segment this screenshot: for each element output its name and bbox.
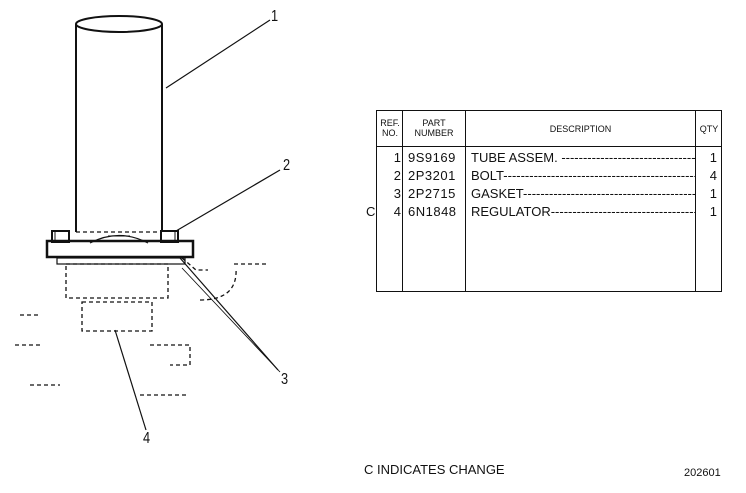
- header-part-number: PART NUMBER: [403, 118, 465, 138]
- drawing-number: 202601: [684, 467, 721, 479]
- ref-number: 4: [393, 204, 401, 219]
- parts-list-table: REF. NO. PART NUMBER DESCRIPTION QTY 1 9…: [366, 110, 722, 292]
- header-ref-line1: REF.: [380, 118, 400, 128]
- table-row: 1 9S9169 TUBE ASSEM. -------------------…: [377, 150, 721, 168]
- header-description: DESCRIPTION: [549, 124, 612, 134]
- tube-top-ellipse: [75, 15, 163, 33]
- callout-4: 4: [143, 430, 151, 447]
- ref-number: 3: [393, 186, 401, 201]
- flange: [45, 239, 195, 259]
- change-legend-note: C INDICATES CHANGE: [364, 462, 505, 477]
- quantity: 4: [709, 168, 717, 183]
- description: REGULATOR-------------------------------…: [471, 204, 695, 219]
- quantity: 1: [709, 186, 717, 201]
- header-divider: [377, 146, 721, 147]
- callout-3: 3: [281, 371, 289, 388]
- description: TUBE ASSEM. ----------------------------…: [471, 150, 695, 165]
- quantity: 1: [709, 204, 717, 219]
- leader-4: [114, 329, 147, 431]
- part-number: 2P2715: [408, 186, 456, 201]
- part-number: 9S9169: [408, 150, 456, 165]
- quantity: 1: [709, 150, 717, 165]
- col-divider: [402, 111, 403, 291]
- header-ref-line2: NO.: [381, 128, 398, 138]
- leader-2: [175, 169, 281, 232]
- table-row: C 4 6N1848 REGULATOR--------------------…: [366, 204, 721, 222]
- ref-number: 1: [393, 150, 401, 165]
- col-divider: [695, 111, 696, 291]
- leader-3: [179, 257, 279, 371]
- description: GASKET----------------------------------…: [471, 186, 695, 201]
- callout-2: 2: [283, 157, 291, 174]
- table-row: 3 2P2715 GASKET-------------------------…: [377, 186, 721, 204]
- header-ref: REF. NO.: [378, 118, 402, 138]
- leader-1: [165, 19, 271, 89]
- header-part-line1: PART: [422, 118, 446, 128]
- table-row: 2 2P3201 BOLT---------------------------…: [377, 168, 721, 186]
- header-qty: QTY: [699, 124, 719, 134]
- callout-1: 1: [271, 8, 279, 25]
- part-number: 6N1848: [408, 204, 457, 219]
- part-number: 2P3201: [408, 168, 456, 183]
- change-mark: C: [366, 204, 376, 219]
- col-divider: [465, 111, 466, 291]
- ref-number: 2: [393, 168, 401, 183]
- gasket: [56, 257, 186, 265]
- header-part-line2: NUMBER: [414, 128, 454, 138]
- description: BOLT------------------------------------…: [471, 168, 695, 183]
